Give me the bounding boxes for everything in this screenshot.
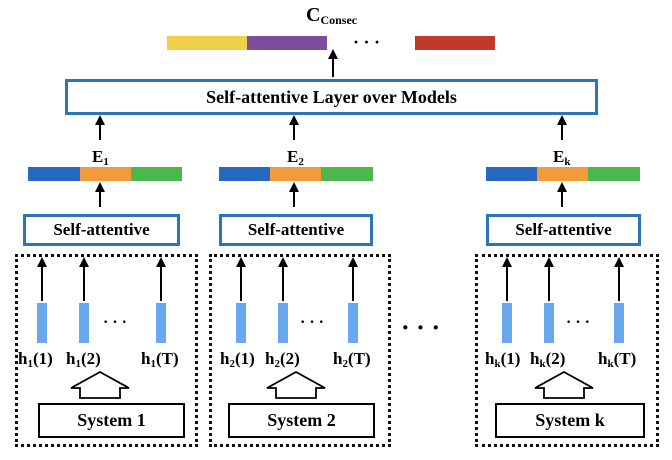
output-label-main: C [306,4,321,26]
hidden-state-bar-2-2 [278,303,288,343]
hidden-state-label-k-1: hk(1) [485,349,521,370]
system-box-1: System 1 [38,403,185,438]
hidden-state-bar-1-1 [37,303,47,343]
model-attention-label: Self-attentive Layer over Models [206,86,457,107]
output-label-sub: Consec [320,13,358,27]
embedding-2-orange [270,167,321,181]
hidden-state-bar-k-3 [614,303,624,343]
embedding-1-orange [80,167,131,181]
output-label: CConsec [306,5,357,26]
self-attentive-box-2: Self-attentive [219,214,373,246]
embedding-1-green [131,167,182,181]
hidden-ellipsis-k: · · · [566,314,591,331]
hidden-state-label-k-2: hk(2) [530,349,566,370]
output-ellipsis: · · · [353,32,381,52]
hidden-state-label-2-2: h2(2) [265,349,300,370]
hidden-state-bar-2-1 [236,303,246,343]
embedding-label-k: Ek [553,147,571,168]
hidden-state-label-k-3: hk(T) [598,349,637,370]
hidden-state-label-1-3: h1(T) [141,349,179,370]
embedding-label-1: E1 [92,147,109,168]
output-segment-red [415,36,495,50]
system-container-k [475,254,659,447]
hidden-state-label-2-3: h2(T) [333,349,371,370]
hidden-state-bar-1-3 [156,303,166,343]
hidden-state-bar-1-2 [79,303,89,343]
output-segment-purple [247,36,327,50]
hidden-state-bar-k-1 [502,303,512,343]
hidden-ellipsis-2: · · · [300,314,325,331]
embedding-2-green [321,167,373,181]
hidden-ellipsis-1: · · · [103,314,128,331]
hidden-state-label-1-2: h1(2) [66,349,101,370]
embedding-k-green [588,167,640,181]
group-ellipsis: · · · [401,313,441,342]
model-attention-layer: Self-attentive Layer over Models [65,79,598,115]
system-container-1 [15,254,198,447]
embedding-2-blue [219,167,270,181]
system-container-2 [209,254,391,447]
embedding-1-blue [28,167,80,181]
hidden-state-bar-2-3 [348,303,358,343]
output-segment-yellow [167,36,247,50]
system-box-2: System 2 [228,403,375,438]
embedding-label-2: E2 [287,147,304,168]
embedding-k-blue [486,167,537,181]
hidden-state-bar-k-2 [544,303,554,343]
system-box-k: System k [495,403,645,438]
hidden-state-label-1-1: h1(1) [18,349,53,370]
self-attentive-box-1: Self-attentive [23,214,180,246]
hidden-state-label-2-1: h2(1) [220,349,255,370]
self-attentive-box-k: Self-attentive [486,214,641,246]
embedding-k-orange [537,167,588,181]
